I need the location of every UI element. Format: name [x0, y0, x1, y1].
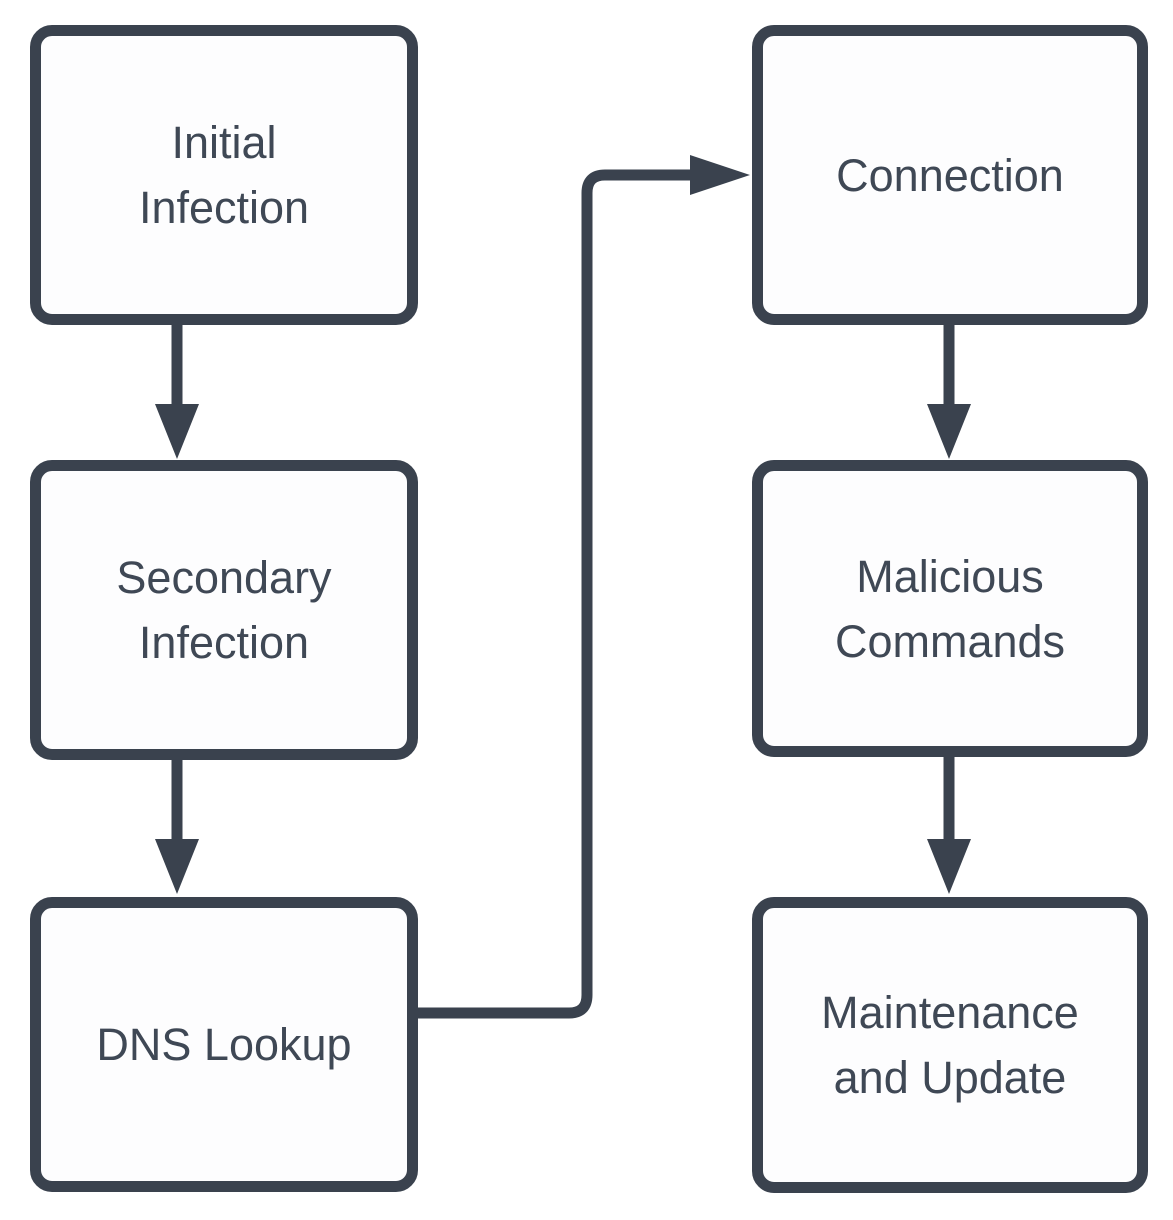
arrowhead-down-icon [927, 839, 971, 894]
node-label: Initial Infection [138, 117, 310, 233]
arrowhead-down-icon [155, 839, 199, 894]
node-connection: Connection [752, 25, 1148, 325]
edge-line [418, 169, 692, 1019]
edge-connection-to-malicious [927, 325, 971, 459]
node-secondary-infection: Secondary Infection [30, 460, 418, 760]
edge-secondary-to-dns [155, 760, 199, 894]
node-label: Connection [836, 149, 1064, 201]
node-label: Malicious Commands [834, 550, 1066, 667]
edge-dns-to-connection [418, 155, 750, 1019]
node-dns-lookup: DNS Lookup [30, 897, 418, 1192]
edge-initial-to-secondary [155, 325, 199, 459]
node-label: Maintenance and Update [821, 987, 1079, 1103]
arrowhead-down-icon [927, 404, 971, 459]
arrowhead-down-icon [155, 404, 199, 459]
arrowhead-right-icon [690, 155, 750, 195]
node-label: Secondary Infection [116, 552, 332, 668]
node-maintenance-and-update: Maintenance and Update [752, 897, 1148, 1193]
node-malicious-commands: Malicious Commands [752, 460, 1148, 757]
edge-malicious-to-maintenance [927, 757, 971, 894]
node-initial-infection: Initial Infection [30, 25, 418, 325]
node-label: DNS Lookup [96, 1019, 352, 1070]
